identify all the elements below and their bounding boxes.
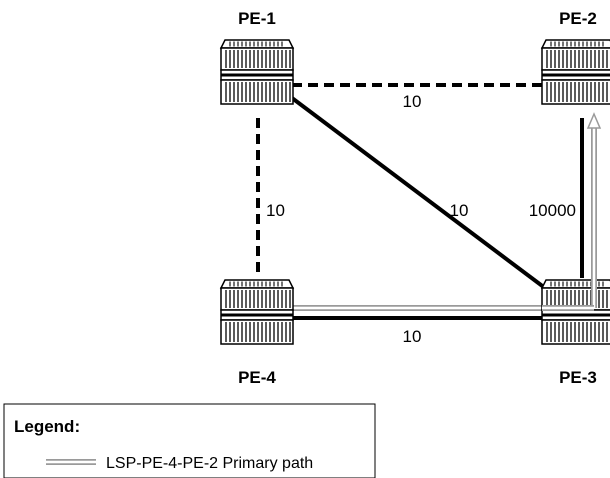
node-label-pe3: PE-3 [559,368,597,387]
lsp-path-overlay [542,270,597,311]
router-icon [540,38,610,106]
router-icon [219,38,295,106]
legend-title: Legend: [14,417,80,436]
router-icon [219,278,295,346]
node-label-pe1: PE-1 [238,9,276,28]
metric-label-pe1-pe2: 10 [403,92,422,111]
metric-label-pe1-pe3: 10 [450,201,469,220]
router-icon [540,278,610,346]
metric-label-pe2-pe3: 10000 [529,201,576,220]
node-label-pe2: PE-2 [559,9,597,28]
link-pe1-pe3 [290,96,547,290]
metric-label-pe4-pe3: 10 [403,327,422,346]
legend-box [3,403,376,478]
arrowhead-icon [586,112,602,129]
node-label-pe4: PE-4 [238,368,276,387]
legend-primary-path-label: LSP-PE-4-PE-2 Primary path [106,455,313,472]
legend: Legend: LSP-PE-4-PE-2 Primary path [3,403,376,478]
metric-label-pe1-pe4: 10 [266,201,285,220]
